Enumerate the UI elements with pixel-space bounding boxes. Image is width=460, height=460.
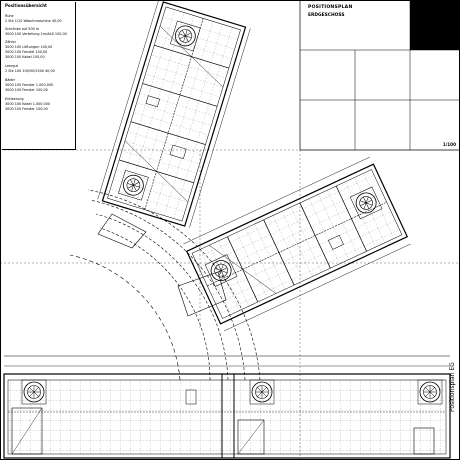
legend-line: Ruhe — [5, 14, 14, 18]
legend-title: Positionsübersicht — [5, 3, 47, 8]
legend-line: 3000 100 Verteilung 1m/A40 100,00 — [5, 32, 67, 36]
title-block-fill — [410, 0, 460, 50]
legend-line: Bäder — [5, 78, 16, 82]
building-c — [3, 355, 451, 459]
legend-line: 3000 100 Fenster 100,00 — [5, 88, 48, 92]
legend-line: 3000 100 Fenster 100,00 — [5, 107, 48, 111]
position-legend: Positionsübersicht Ruhe 2 Stk 1/10 Wasch… — [2, 2, 76, 150]
side-label: Positionsplan EG — [449, 362, 456, 412]
legend-line: 3000 100 Fenstel 100,00 — [5, 50, 48, 54]
legend-line: 2 Stk 100 100/50/1500 40,00 — [5, 69, 55, 73]
legend-line: 3000 100 Fenster 1.000,000 — [5, 83, 54, 87]
legend-line: 3000 100 Kabel 1.000,000 — [5, 102, 51, 106]
title-block-grid — [299, 0, 460, 151]
legend-line: Leergut — [5, 64, 18, 68]
legend-line: Schränke auf 500 m — [5, 27, 40, 31]
legend-line: Zähler — [5, 40, 16, 44]
drawing-title: POSITIONSPLAN — [308, 5, 353, 10]
building-a — [97, 0, 251, 228]
legend-line: 2 Stk 1/10 Waschmaschine 40,00 — [5, 19, 62, 23]
legend-line: 3000 100 Kabel 100,00 — [5, 55, 45, 59]
title-block: POSITIONSPLAN ERDGESCHOSS 1/100 — [300, 0, 460, 150]
drawing-subtitle: ERDGESCHOSS — [308, 13, 345, 18]
legend-line: Entleerung — [5, 97, 24, 101]
legend-line: 3000 100 Lüftungen 100,00 — [5, 45, 53, 49]
building-b — [183, 156, 411, 332]
drawing-number: 1/100 — [442, 142, 456, 147]
